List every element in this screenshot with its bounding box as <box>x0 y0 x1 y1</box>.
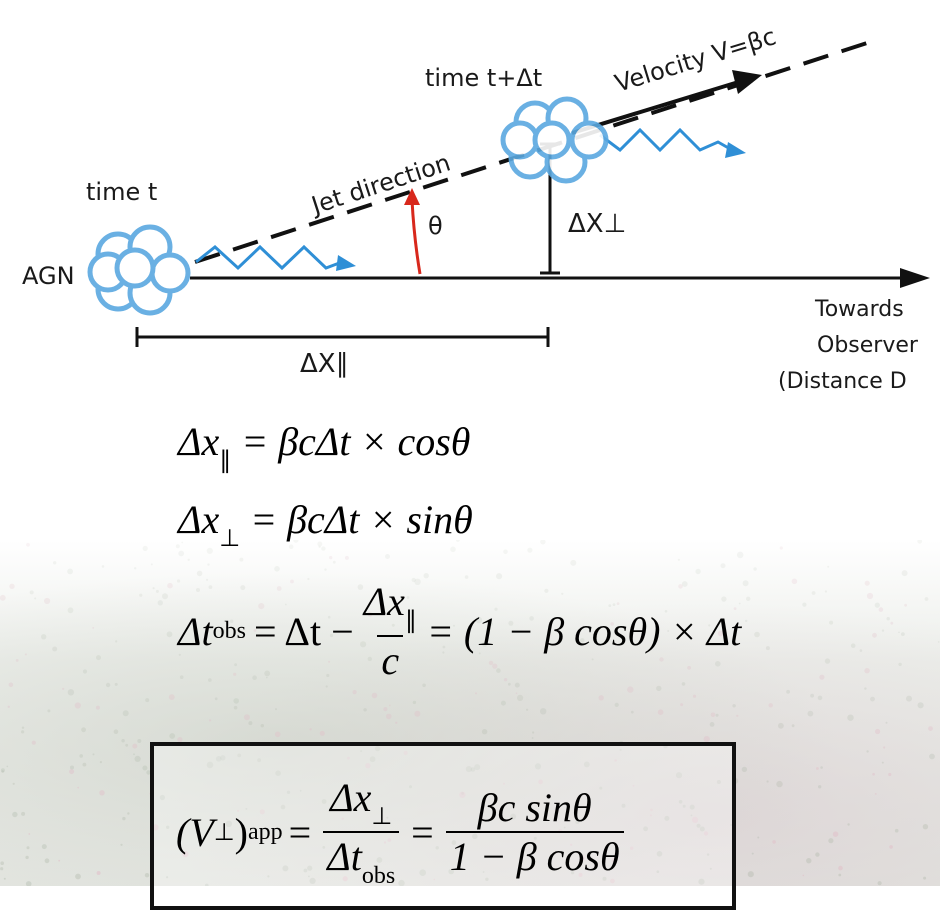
eq1-lhs: Δx <box>178 419 220 464</box>
boxed-fraction-1: Δx⊥ Δtobs <box>323 774 400 890</box>
equation-dx-parallel: Δx∥ = βcΔt × cosθ <box>178 418 470 475</box>
eq3-rhs: = (1 − β cosθ) × Δt <box>426 608 742 654</box>
boxed-apparent-velocity-equation: (V⊥)app = Δx⊥ Δtobs = βc sinθ 1 − β cosθ <box>150 742 736 910</box>
eq3-lhs-sub: obs <box>212 617 246 644</box>
equation-dx-perp: Δx⊥ = βcΔt × sinθ <box>178 496 473 553</box>
eq3-frac-num-sub: ∥ <box>404 608 417 635</box>
boxed-frac1-den: Δt <box>327 834 362 880</box>
jet-blob-icon <box>500 96 609 184</box>
boxed-lhs-sub2: app <box>248 818 283 845</box>
eq3-frac-num: Δx <box>363 579 405 624</box>
boxed-frac2-num: βc sinθ <box>477 785 592 831</box>
eq3-fraction: Δx∥ c <box>360 578 421 684</box>
eq1-lhs-sub: ∥ <box>219 448 232 475</box>
eq2-lhs: Δx <box>178 497 220 542</box>
eq3-lhs: Δt <box>178 608 213 654</box>
time-t-label: time t <box>86 178 157 206</box>
time-t-dt-label: time t+Δt <box>425 64 542 92</box>
boxed-lhs-close: ) <box>234 809 248 855</box>
boxed-fraction-2: βc sinθ 1 − β cosθ <box>445 784 624 880</box>
boxed-frac1-num-sub: ⊥ <box>371 804 393 831</box>
boxed-lhs: (V <box>176 809 214 855</box>
eq1-rhs: = βcΔt × cosθ <box>241 419 471 464</box>
theta-arrow-icon <box>410 199 422 275</box>
boxed-frac2-den: 1 − β cosθ <box>445 831 624 880</box>
boxed-frac1-num: Δx <box>330 775 372 820</box>
eq2-rhs: = βcΔt × sinθ <box>250 497 473 542</box>
eq3-mid: = Δt − <box>253 608 354 654</box>
velocity-label: Velocity V=βc <box>612 22 780 98</box>
towards-label: Towards <box>814 297 904 322</box>
theta-label: θ <box>428 212 443 240</box>
flower-field-background <box>0 540 940 886</box>
wave-arrow-icon <box>599 127 733 153</box>
agn-blob-icon <box>87 224 191 316</box>
distance-label: (Distance D <box>778 369 907 394</box>
eq2-lhs-sub: ⊥ <box>219 526 241 553</box>
dx-par-label: ΔX∥ <box>300 349 349 379</box>
boxed-lhs-sub: ⊥ <box>213 819 235 846</box>
eq3-frac-den: c <box>377 635 404 684</box>
velocity-arrow <box>571 78 746 135</box>
wave-arrow-icon <box>195 244 343 271</box>
agn-label: AGN <box>22 262 75 290</box>
observer-label: Observer <box>817 333 919 358</box>
boxed-frac1-den-sub: obs <box>361 863 396 890</box>
dx-par-bar <box>135 327 550 347</box>
dx-perp-label: ΔX⊥ <box>568 209 626 239</box>
jet-geometry-diagram: time t time t+Δt Velocity V=βc Jet direc… <box>22 22 930 394</box>
